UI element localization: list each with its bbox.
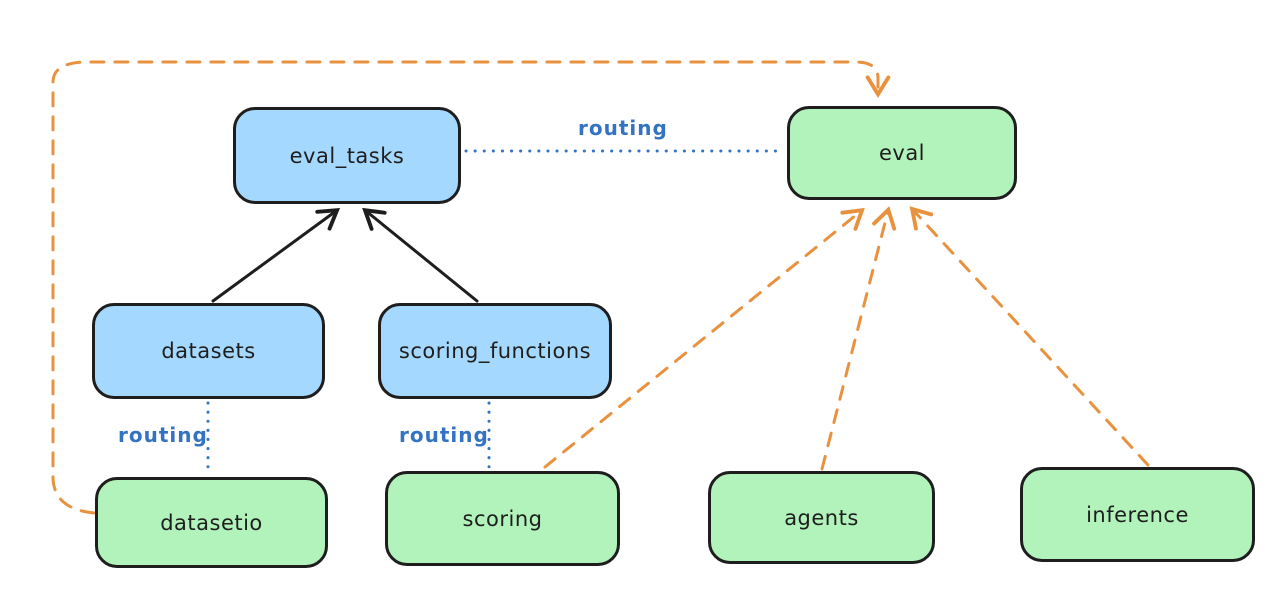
- node-datasetio: datasetio: [95, 477, 328, 568]
- node-agents: agents: [708, 471, 935, 564]
- node-label: agents: [784, 505, 859, 530]
- edge-inference-to-eval: [909, 206, 1150, 467]
- node-label: eval_tasks: [289, 143, 405, 168]
- node-label: eval: [878, 141, 926, 165]
- node-label: scoring: [462, 506, 543, 531]
- node-scoring: scoring: [385, 471, 620, 566]
- edge-scoring-to-eval: [543, 207, 865, 469]
- node-eval_tasks: eval_tasks: [233, 107, 461, 204]
- node-label: datasets: [161, 339, 256, 363]
- node-eval: eval: [787, 106, 1017, 200]
- edge-datasetio-to-eval: [51, 60, 891, 515]
- edge-agents-to-eval: [820, 206, 897, 471]
- edge-label-routing-middle: routing: [399, 423, 489, 447]
- node-scoring_functions: scoring_functions: [378, 303, 612, 399]
- edge-datasets-to-eval_tasks: [211, 208, 341, 303]
- node-inference: inference: [1020, 467, 1255, 562]
- edge-label-routing-top: routing: [578, 116, 668, 140]
- node-label: datasetio: [160, 510, 263, 535]
- edge-scoring_functions-to-eval_tasks: [362, 207, 479, 303]
- node-label: inference: [1086, 502, 1189, 527]
- node-datasets: datasets: [92, 303, 325, 399]
- node-label: scoring_functions: [398, 339, 592, 363]
- edge-label-routing-left: routing: [118, 423, 208, 447]
